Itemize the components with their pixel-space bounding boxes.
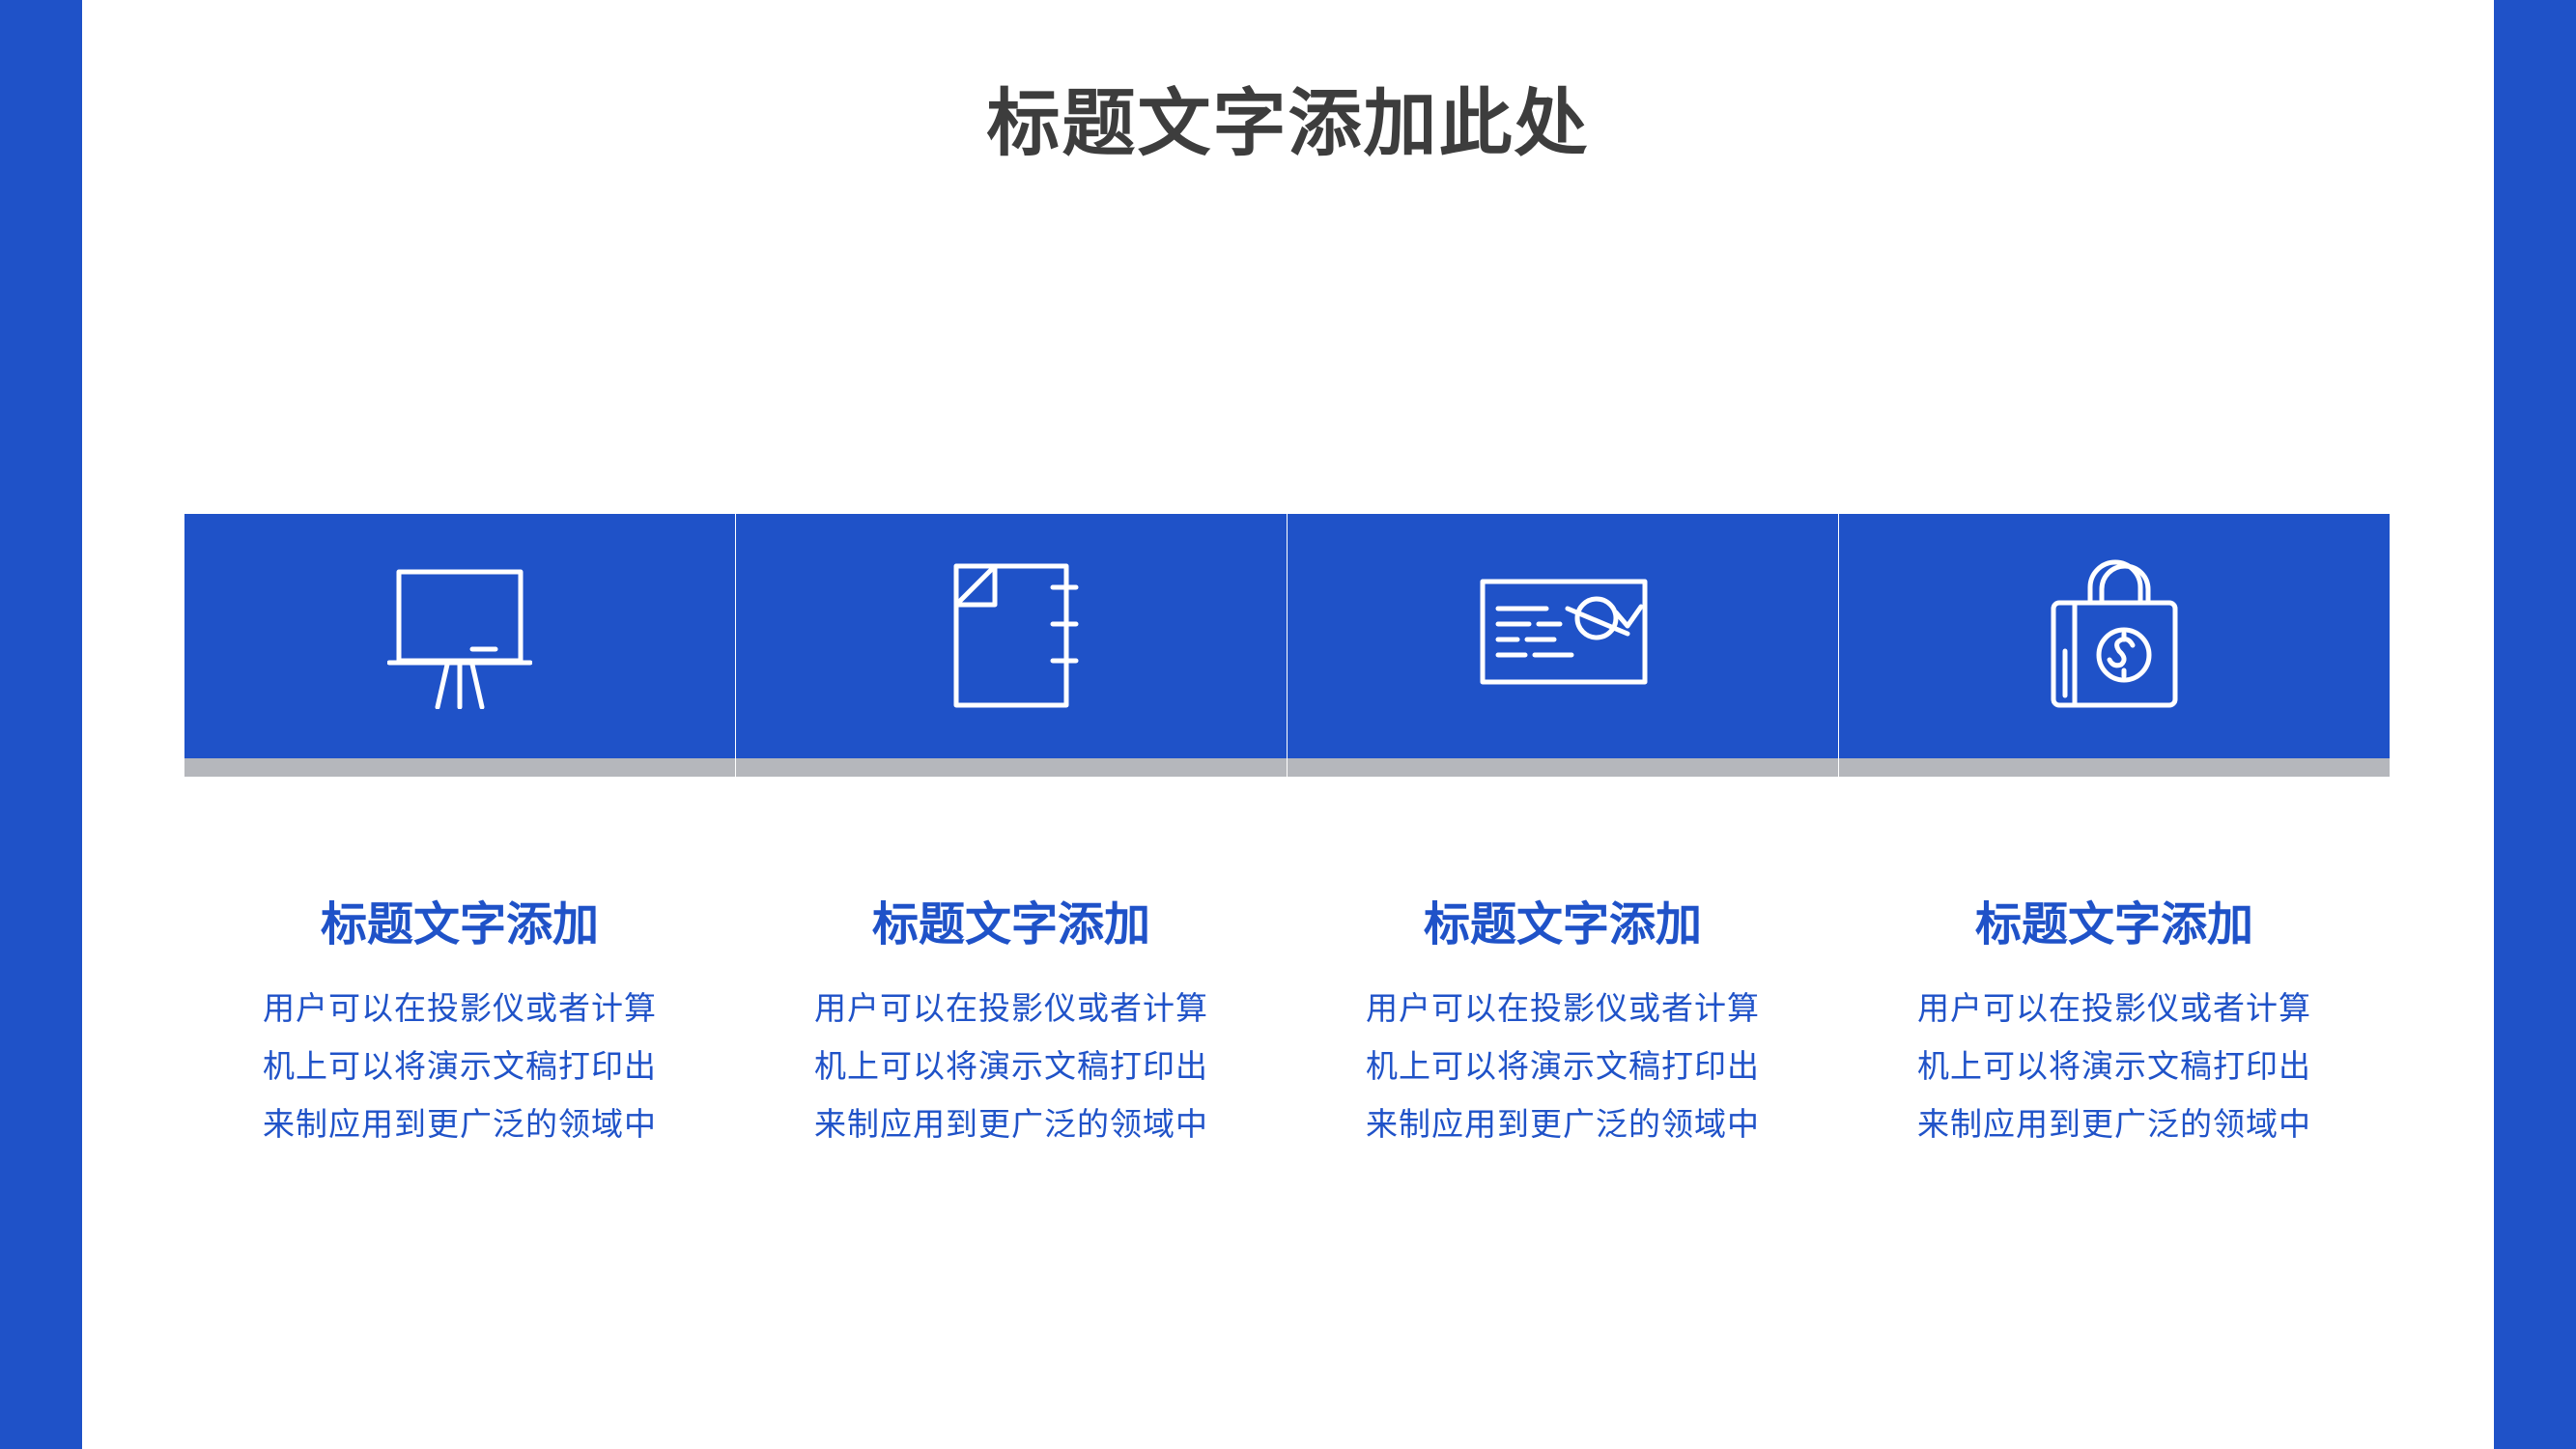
icon-panel-shadow	[1288, 758, 1838, 777]
card-description: 用户可以在投影仪或者计算 机上可以将演示文稿打印出 来制应用到更广泛的领域中	[1288, 980, 1838, 1153]
card-title: 标题文字添加	[1974, 897, 2253, 952]
card-description-line: 来制应用到更广泛的领域中	[1917, 1105, 2311, 1143]
money-bag-icon	[2042, 554, 2187, 709]
card-description-line: 机上可以将演示文稿打印出	[814, 1047, 1208, 1085]
card-description: 用户可以在投影仪或者计算 机上可以将演示文稿打印出 来制应用到更广泛的领域中	[736, 980, 1287, 1153]
card-description-line: 机上可以将演示文稿打印出	[263, 1047, 657, 1085]
icon-panel-2	[736, 514, 1287, 777]
card-title: 标题文字添加	[1423, 897, 1702, 952]
card-4: 标题文字添加 用户可以在投影仪或者计算 机上可以将演示文稿打印出 来制应用到更广…	[1839, 889, 2390, 1153]
card-description-line: 来制应用到更广泛的领域中	[814, 1105, 1208, 1143]
card-1: 标题文字添加 用户可以在投影仪或者计算 机上可以将演示文稿打印出 来制应用到更广…	[184, 889, 735, 1153]
card-description-line: 来制应用到更广泛的领域中	[1366, 1105, 1760, 1143]
icon-panel-background	[736, 514, 1287, 758]
page-title: 标题文字添加此处	[986, 80, 1590, 166]
card-description: 用户可以在投影仪或者计算 机上可以将演示文稿打印出 来制应用到更广泛的领域中	[1839, 980, 2390, 1153]
card-description-line: 用户可以在投影仪或者计算	[1366, 989, 1760, 1027]
icon-panel-background	[1839, 514, 2390, 758]
icon-panel-background	[1288, 514, 1838, 758]
check-icon	[1471, 554, 1655, 709]
icon-panel-3	[1288, 514, 1838, 777]
card-2: 标题文字添加 用户可以在投影仪或者计算 机上可以将演示文稿打印出 来制应用到更广…	[736, 889, 1287, 1153]
card-description-line: 用户可以在投影仪或者计算	[814, 989, 1208, 1027]
card-description-line: 来制应用到更广泛的领域中	[263, 1105, 657, 1143]
icon-band	[184, 514, 2391, 777]
icon-panel-shadow	[184, 758, 735, 777]
notebook-icon	[939, 554, 1084, 709]
card-description-line: 机上可以将演示文稿打印出	[1366, 1047, 1760, 1085]
left-accent-bar	[0, 0, 82, 1449]
card-description: 用户可以在投影仪或者计算 机上可以将演示文稿打印出 来制应用到更广泛的领域中	[184, 980, 735, 1153]
icon-panel-background	[184, 514, 735, 758]
card-title: 标题文字添加	[871, 897, 1150, 952]
presentation-board-icon	[387, 554, 532, 709]
icon-panel-4	[1839, 514, 2390, 777]
card-title: 标题文字添加	[320, 897, 599, 952]
card-3: 标题文字添加 用户可以在投影仪或者计算 机上可以将演示文稿打印出 来制应用到更广…	[1288, 889, 1838, 1153]
icon-panel-1	[184, 514, 735, 777]
card-description-line: 用户可以在投影仪或者计算	[1917, 989, 2311, 1027]
right-accent-bar	[2494, 0, 2576, 1449]
card-description-line: 机上可以将演示文稿打印出	[1917, 1047, 2311, 1085]
icon-panel-shadow	[736, 758, 1287, 777]
icon-panel-shadow	[1839, 758, 2390, 777]
card-description-line: 用户可以在投影仪或者计算	[263, 989, 657, 1027]
